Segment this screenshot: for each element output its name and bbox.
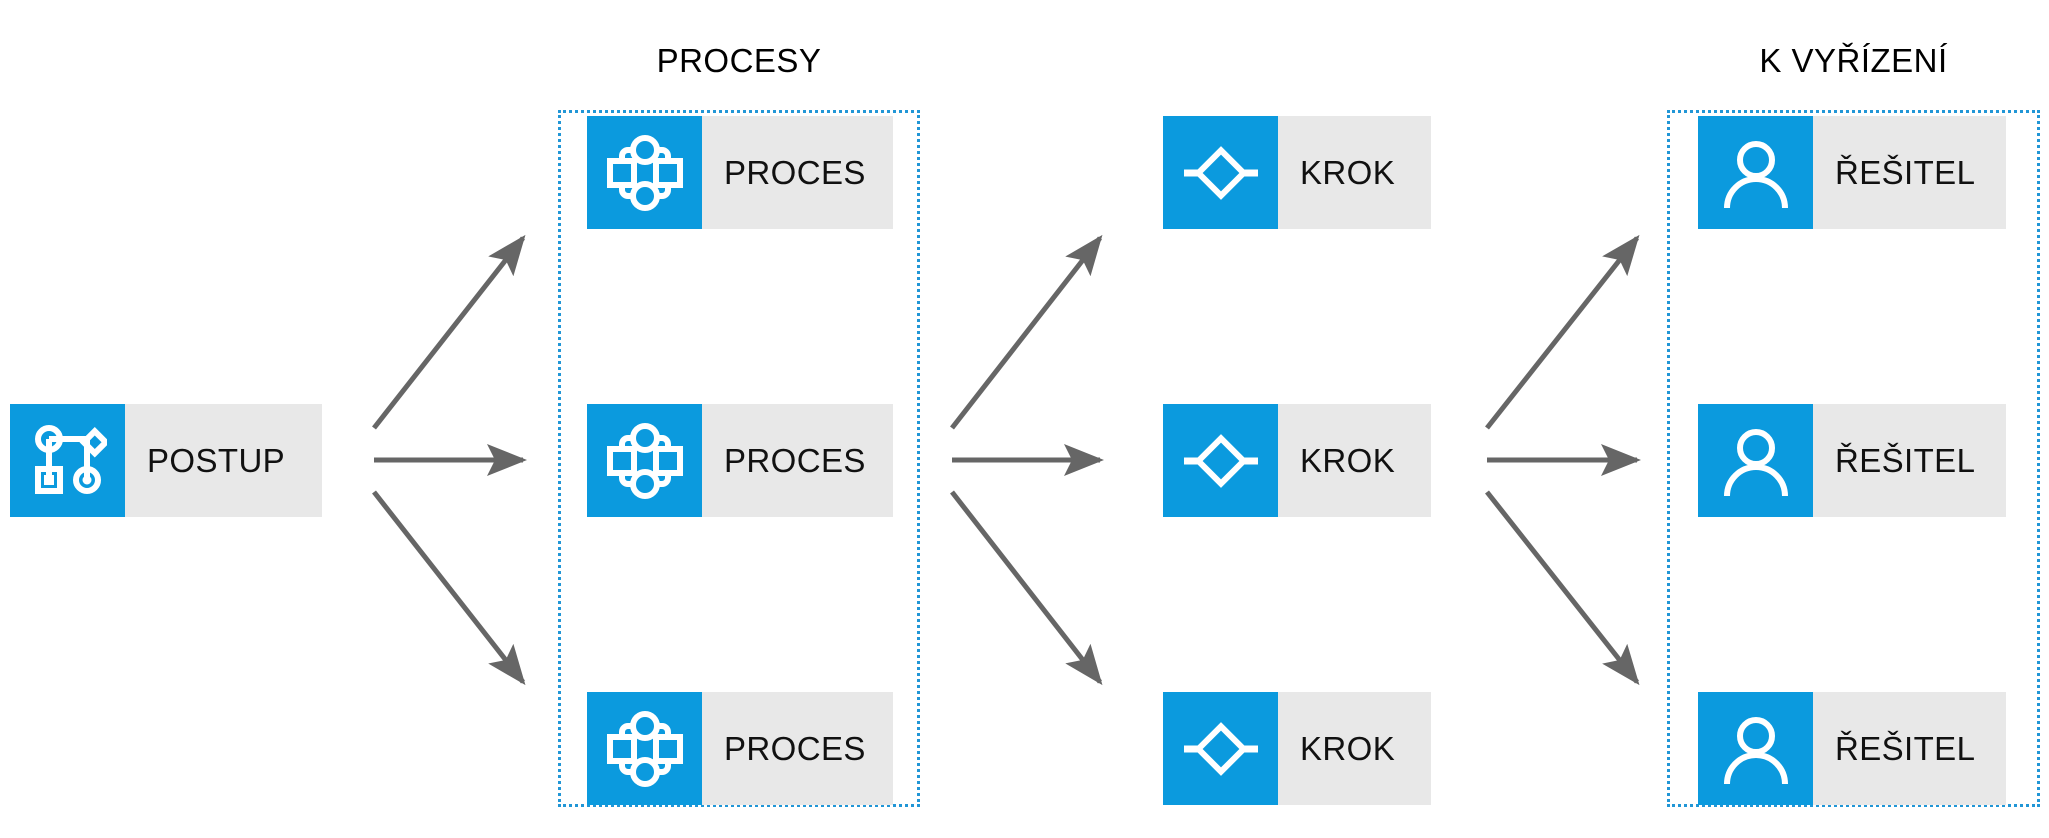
node-label: KROK [1300,729,1396,767]
step-diamond-icon [1163,404,1278,517]
connector-krok-to-resitel-top [1485,234,1640,430]
node-label: ŘEŠITEL [1835,153,1976,191]
connector-proces-to-krok-top [950,234,1103,430]
node-label: ŘEŠITEL [1835,729,1976,767]
node-label: PROCES [724,729,866,767]
connector-krok-to-resitel-bottom [1485,490,1640,686]
node-postup[interactable]: POSTUP [10,404,322,517]
node-label: ŘEŠITEL [1835,441,1976,479]
node-krok-3[interactable]: KROK [1163,692,1431,805]
connector-postup-to-proces-top [372,234,526,430]
group-heading-procesy: PROCESY [656,42,822,79]
process-icon [587,404,702,517]
step-diamond-icon [1163,116,1278,229]
process-icon [587,692,702,805]
user-icon [1698,116,1813,229]
node-krok-1[interactable]: KROK [1163,116,1431,229]
step-diamond-icon [1163,692,1278,805]
user-icon [1698,692,1813,805]
group-heading-k-vyrizeni: K VYŘÍZENÍ [1759,42,1948,79]
node-resitel-3[interactable]: ŘEŠITEL [1698,692,2006,805]
node-label: KROK [1300,153,1396,191]
connector-proces-to-krok-bottom [950,490,1103,686]
process-icon [587,116,702,229]
node-proces-2[interactable]: PROCES [587,404,893,517]
node-resitel-1[interactable]: ŘEŠITEL [1698,116,2006,229]
workflow-icon [10,404,125,517]
node-label: KROK [1300,441,1396,479]
node-proces-1[interactable]: PROCES [587,116,893,229]
user-icon [1698,404,1813,517]
node-resitel-2[interactable]: ŘEŠITEL [1698,404,2006,517]
node-label: POSTUP [147,441,286,479]
node-label: PROCES [724,441,866,479]
connector-postup-to-proces-bottom [372,490,526,686]
node-krok-2[interactable]: KROK [1163,404,1431,517]
node-label: PROCES [724,153,866,191]
node-proces-3[interactable]: PROCES [587,692,893,805]
